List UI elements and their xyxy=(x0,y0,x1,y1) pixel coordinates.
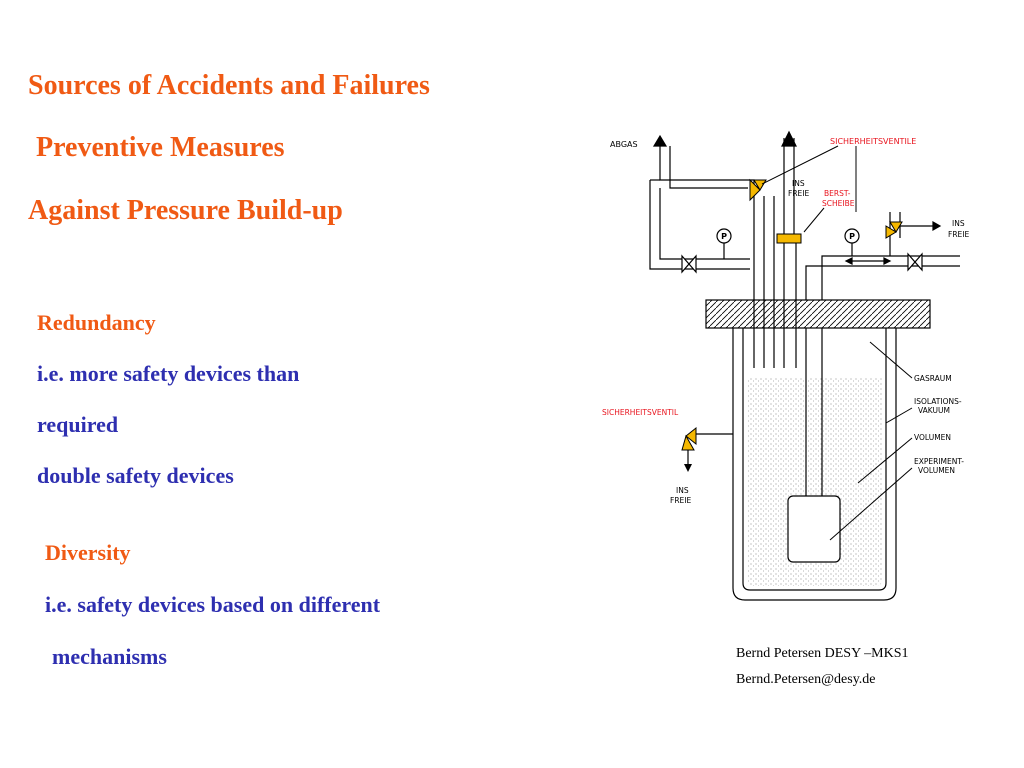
svg-text:P: P xyxy=(849,232,855,241)
label-ins-freie-right-2: FREIE xyxy=(948,230,969,239)
label-abgas: ABGAS xyxy=(610,140,638,149)
footer-email: Bernd.Petersen@desy.de xyxy=(736,672,876,687)
diversity-line-1: i.e. safety devices based on different xyxy=(45,592,381,617)
label-gasraum: GASRAUM xyxy=(914,374,952,383)
footer-author: Bernd Petersen DESY –MKS1 xyxy=(736,646,909,661)
label-ins-freie-top-2: FREIE xyxy=(788,189,809,198)
top-flange xyxy=(705,299,931,329)
safety-valve-right xyxy=(885,221,903,239)
safety-valve-top xyxy=(749,178,767,202)
label-berst-1: BERST- xyxy=(824,189,851,198)
burst-disc xyxy=(776,233,802,244)
neck-tubes xyxy=(753,186,797,368)
label-isolation-2: VAKUUM xyxy=(918,406,950,415)
right-pipe xyxy=(805,212,960,276)
experiment-volume xyxy=(787,495,841,563)
diversity-heading: Diversity xyxy=(45,540,131,565)
right-shutoff-valve xyxy=(907,252,923,272)
title-line-3: Against Pressure Build-up xyxy=(28,195,343,226)
label-sicherheitsventil: SICHERHEITSVENTIL xyxy=(602,408,679,417)
dewar-outer-vessel xyxy=(732,328,897,601)
label-ins-freie-top-1: INS xyxy=(792,179,805,188)
burst-disc-arrow xyxy=(781,130,797,234)
left-shutoff-valve xyxy=(681,254,697,274)
label-ins-freie-left-1: INS xyxy=(676,486,689,495)
svg-text:P: P xyxy=(721,232,727,241)
side-safety-valve xyxy=(681,426,733,472)
label-ins-freie-left-2: FREIE xyxy=(670,496,691,505)
right-gauge: P xyxy=(844,228,860,244)
label-volumen: VOLUMEN xyxy=(914,433,951,442)
cryostat-safety-diagram: P P xyxy=(602,130,969,601)
title-line-1: Sources of Accidents and Failures xyxy=(28,70,430,101)
redundancy-line-3: double safety devices xyxy=(37,463,234,488)
redundancy-line-1: i.e. more safety devices than xyxy=(37,361,300,386)
pointer-lines xyxy=(761,145,913,541)
label-berst-2: SCHEIBE xyxy=(822,199,855,208)
label-experiment-1: EXPERIMENT- xyxy=(914,457,964,466)
redundancy-line-2: required xyxy=(37,412,119,437)
diversity-line-2: mechanisms xyxy=(52,644,167,669)
label-sicherheitsventile: SICHERHEITSVENTILE xyxy=(830,137,916,146)
liquid-volume xyxy=(747,378,882,586)
label-experiment-2: VOLUMEN xyxy=(918,466,955,475)
redundancy-heading: Redundancy xyxy=(37,310,156,335)
title-line-2: Preventive Measures xyxy=(36,132,285,163)
left-gauge: P xyxy=(716,228,732,244)
label-ins-freie-right-1: INS xyxy=(952,219,965,228)
label-isolation-1: ISOLATIONS- xyxy=(914,397,962,406)
exhaust-line xyxy=(649,134,755,270)
